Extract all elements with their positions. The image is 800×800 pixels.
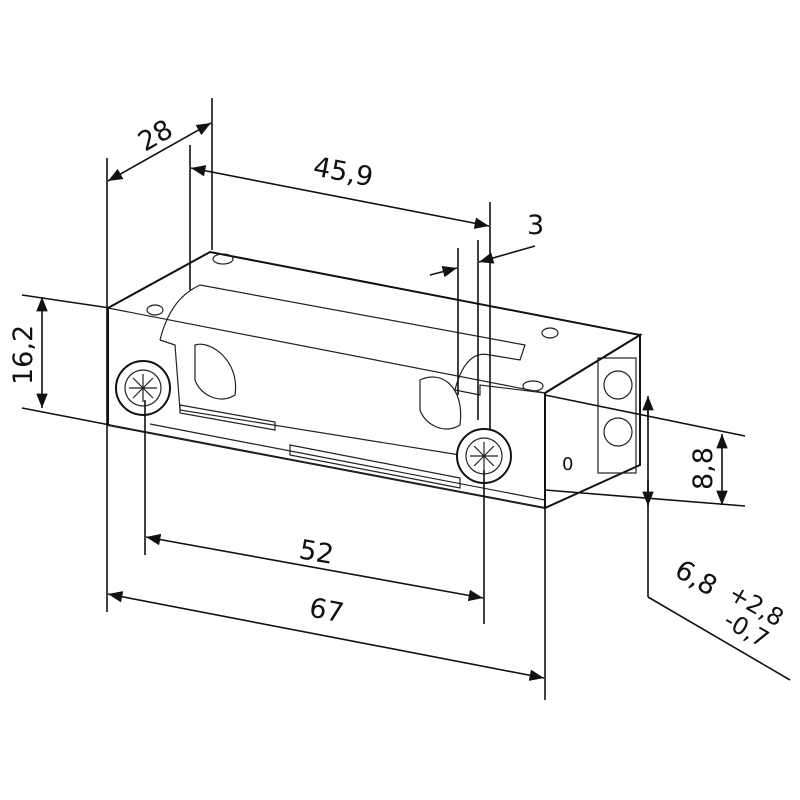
- strike-body: 0: [107, 250, 643, 510]
- terminal-block: [597, 357, 637, 474]
- screw-left: [115, 360, 171, 416]
- dim-28: 28: [133, 114, 178, 158]
- dim-67: 67: [307, 592, 347, 629]
- dim-8-8: 8,8: [688, 447, 719, 490]
- body-mark: 0: [562, 454, 573, 475]
- dim-6-8: 6,8: [670, 554, 723, 602]
- dimension-lines: [36, 122, 728, 681]
- dim-45-9: 45,9: [311, 151, 376, 193]
- dim-3: 3: [527, 210, 544, 241]
- screw-hole: [212, 253, 234, 265]
- dim-52: 52: [297, 534, 336, 570]
- dim-16-2: 16,2: [8, 325, 39, 385]
- screw-right: [456, 428, 512, 484]
